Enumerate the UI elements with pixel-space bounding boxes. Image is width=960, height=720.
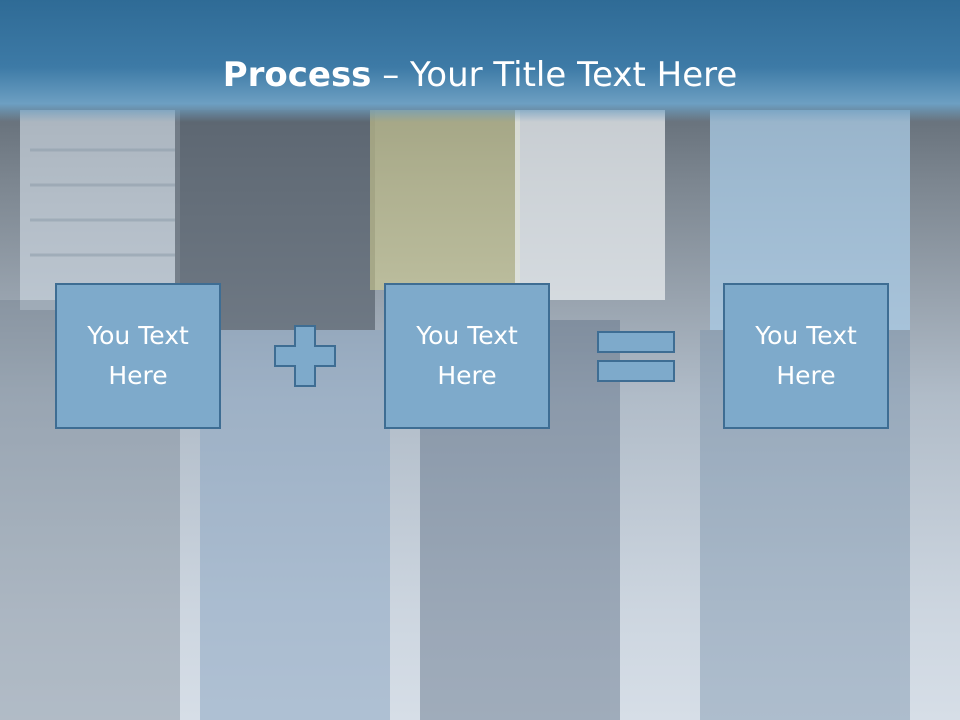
- process-box-2[interactable]: You Text Here: [384, 283, 550, 429]
- title-rest: – Your Title Text Here: [371, 55, 738, 95]
- process-box-1[interactable]: You Text Here: [55, 283, 221, 429]
- process-box-3[interactable]: You Text Here: [723, 283, 889, 429]
- title-bar: [0, 0, 960, 122]
- equals-icon: [597, 331, 675, 382]
- process-box-3-text: You Text Here: [755, 321, 857, 390]
- process-box-1-text: You Text Here: [87, 321, 189, 390]
- plus-icon: [274, 325, 336, 387]
- process-box-2-text: You Text Here: [416, 321, 518, 390]
- slide-title[interactable]: Process – Your Title Text Here: [0, 52, 960, 98]
- title-bold: Process: [222, 55, 372, 95]
